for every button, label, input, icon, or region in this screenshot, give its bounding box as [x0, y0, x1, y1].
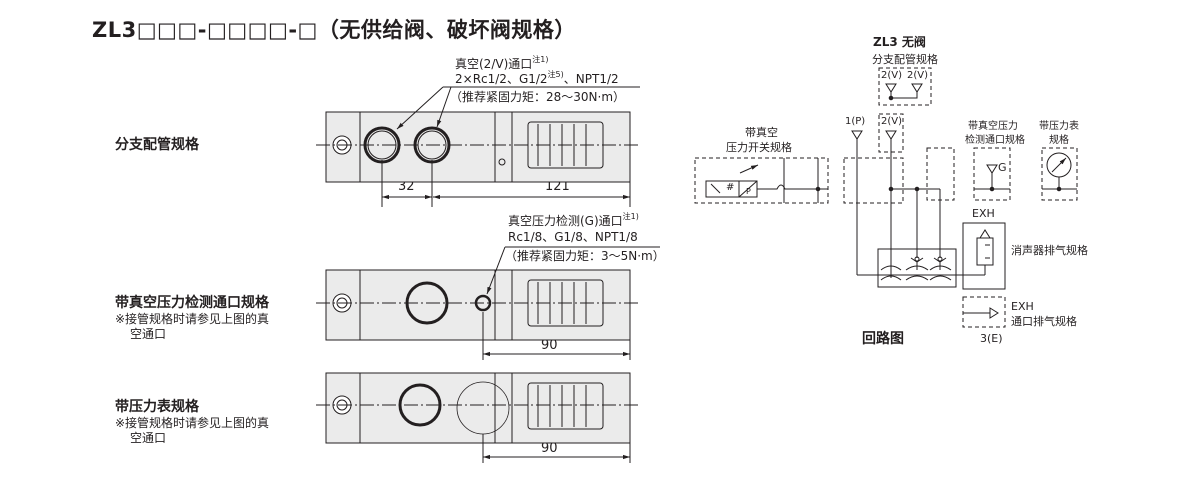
- circuit-caption: 回路图: [862, 331, 904, 347]
- switch-hash: #: [726, 182, 735, 193]
- port-3e: 3(E): [980, 332, 1003, 345]
- exh-port-label: EXH: [1011, 300, 1034, 313]
- section-note: ※接管规格时请参见上图的真: [115, 312, 270, 326]
- vacuum-port-annotation: 真空(2/V)通口注1): [455, 55, 549, 71]
- silencer-label: 消声器排气规格: [1011, 244, 1088, 257]
- section-note: 空通口: [130, 327, 167, 341]
- manifold-branch-view: [316, 86, 640, 207]
- circuit-diagram: [694, 67, 1078, 328]
- circuit-heading: ZL3 无阀: [873, 35, 926, 49]
- dimension-32: 32: [398, 179, 415, 194]
- gport-label: 带真空压力: [968, 121, 1018, 132]
- section-note: 空通口: [130, 431, 167, 445]
- gauge-label: 带压力表: [1039, 121, 1079, 132]
- manifold-gauge-view: [316, 372, 640, 463]
- gauge-port-annotation: 真空压力检测(G)通口注1): [508, 212, 639, 228]
- manifold-vacuum-check-view: [316, 246, 660, 360]
- gauge-port-spec: Rc1/8、G1/8、NPT1/8: [508, 230, 638, 244]
- gauge-port-torque: （推荐紧固力矩：3～5N·m）: [505, 249, 665, 263]
- vacuum-port-torque: （推荐紧固力矩：28～30N·m）: [450, 90, 626, 104]
- port-label: 1(P): [845, 116, 866, 127]
- switch-p: P: [746, 187, 751, 196]
- circuit-branch-label: 分支配管规格: [872, 53, 938, 66]
- section-label-gauge: 带压力表规格: [115, 399, 199, 415]
- section-label-vacuum-check: 带真空压力检测通口规格: [115, 295, 269, 311]
- gport-label: 检测通口规格: [965, 135, 1025, 146]
- page-title: ZL3□□□-□□□□-□（无供给阀、破坏阀规格）: [92, 18, 576, 42]
- section-label-branch: 分支配管规格: [115, 137, 199, 153]
- port-label: 2(V): [881, 116, 903, 127]
- exh-port-desc: 通口排气规格: [1011, 315, 1077, 328]
- exh-label: EXH: [972, 207, 995, 220]
- port-label: 2(V): [881, 70, 903, 81]
- switch-label: 压力开关规格: [726, 141, 792, 154]
- dimension-121: 121: [545, 179, 570, 194]
- gport-g: G: [998, 161, 1007, 174]
- switch-label: 带真空: [745, 126, 778, 139]
- vacuum-port-spec: 2×Rc1/2、G1/2注5)、NPT1/2: [455, 70, 619, 86]
- section-note: ※接管规格时请参见上图的真: [115, 416, 270, 430]
- dimension-90: 90: [541, 441, 558, 456]
- dimension-90: 90: [541, 338, 558, 353]
- gauge-label: 规格: [1049, 135, 1069, 146]
- port-label: 2(V): [907, 70, 929, 81]
